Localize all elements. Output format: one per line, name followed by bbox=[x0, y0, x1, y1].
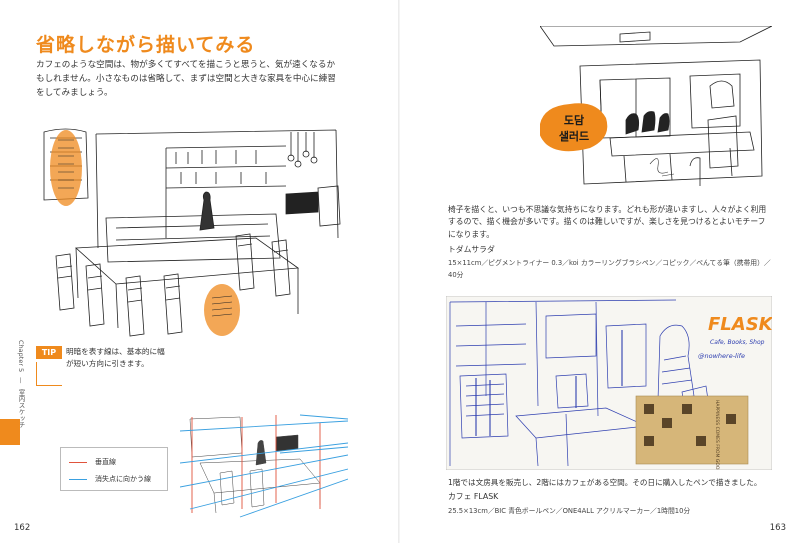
flask-sign: FLASK Cafe, Books, Shop @nowhere-life bbox=[698, 314, 772, 360]
todam-sign-text-line1: 도담 bbox=[564, 113, 584, 127]
todam-sign-text-line2: 샐러드 bbox=[559, 129, 589, 143]
right-page: 도담 샐러드 椅子を描くと、いつも不思議な気持ちになります。どれも形が違いますし… bbox=[400, 0, 800, 543]
legend-swatch-vanishing bbox=[69, 478, 87, 480]
coffee-package-text: HAPPINESS COMES FROM GOOD COFFEE bbox=[714, 400, 720, 470]
caption-meta-flask: 25.5×13cm／BIC 青色ボールペン／ONE4ALL アクリルマーカー／1… bbox=[448, 507, 691, 515]
flask-handle: @nowhere-life bbox=[698, 352, 745, 360]
page-title: 省略しながら描いてみる bbox=[36, 34, 256, 56]
tip-bracket bbox=[36, 362, 62, 386]
tip-badge: TIP bbox=[36, 346, 62, 359]
highlight-oval-window bbox=[50, 130, 82, 206]
legend-label-vanishing: 消失点に向かう線 bbox=[95, 475, 151, 483]
chair-paragraph: 椅子を描くと、いつも不思議な気持ちになります。どれも形が違いますし、人々がよく利… bbox=[448, 205, 767, 239]
legend-row-vanishing: 消失点に向かう線 bbox=[69, 474, 151, 484]
page-number-left: 162 bbox=[14, 523, 31, 533]
highlight-oval-table bbox=[204, 284, 240, 336]
chapter-tab bbox=[0, 419, 20, 445]
caption-name-todam: トダムサラダ bbox=[448, 245, 495, 254]
perspective-guide-sketch bbox=[180, 414, 348, 518]
left-page: 省略しながら描いてみる カフェのような空間は、物が多くてすべてを描こうと思うと、… bbox=[0, 34, 348, 533]
artist-signature bbox=[649, 158, 675, 177]
tip-text: 明暗を表す線は、基本的に幅が短い方向に引きます。 bbox=[66, 347, 165, 368]
chapter-separator: — bbox=[17, 377, 25, 384]
flask-sign-text: FLASK bbox=[708, 314, 772, 335]
legend-swatch-vertical bbox=[69, 461, 87, 463]
cafe-flask-sketch: FLASK Cafe, Books, Shop @nowhere-life HA… bbox=[446, 296, 772, 470]
todam-salad-sketch: 도담 샐러드 bbox=[540, 26, 772, 186]
caption-name-flask: カフェ FLASK bbox=[448, 492, 499, 501]
line-legend: 垂直線 消失点に向かう線 bbox=[60, 447, 168, 491]
chapter-number: Chapter 5 bbox=[17, 340, 25, 373]
legend-label-vertical: 垂直線 bbox=[95, 458, 116, 466]
chapter-name: 室内スケッチ bbox=[17, 388, 25, 428]
page-number-right: 163 bbox=[769, 523, 786, 533]
legend-row-vertical: 垂直線 bbox=[69, 457, 116, 467]
chapter-label: Chapter 5 — 室内スケッチ bbox=[16, 340, 26, 428]
caption-meta-todam: 15×11cm／ピグメントライナー 0.3／koi カラーリングブラシペン／コピ… bbox=[448, 259, 771, 279]
todam-sign: 도담 샐러드 bbox=[540, 103, 608, 152]
lead-paragraph: カフェのような空間は、物が多くてすべてを描こうと思うと、気が遠くなるかもしれませ… bbox=[36, 60, 336, 98]
flask-sign-sub: Cafe, Books, Shop bbox=[710, 339, 765, 346]
tip-box: TIP 明暗を表す線は、基本的に幅が短い方向に引きます。 bbox=[36, 346, 165, 386]
cafe-interior-sketch bbox=[43, 128, 341, 337]
coffee-package: HAPPINESS COMES FROM GOOD COFFEE bbox=[635, 395, 749, 470]
flask-paragraph: 1階では文房具を販売し、2階にはカフェがある空間。その日に購入したペンで描きまし… bbox=[448, 478, 762, 487]
